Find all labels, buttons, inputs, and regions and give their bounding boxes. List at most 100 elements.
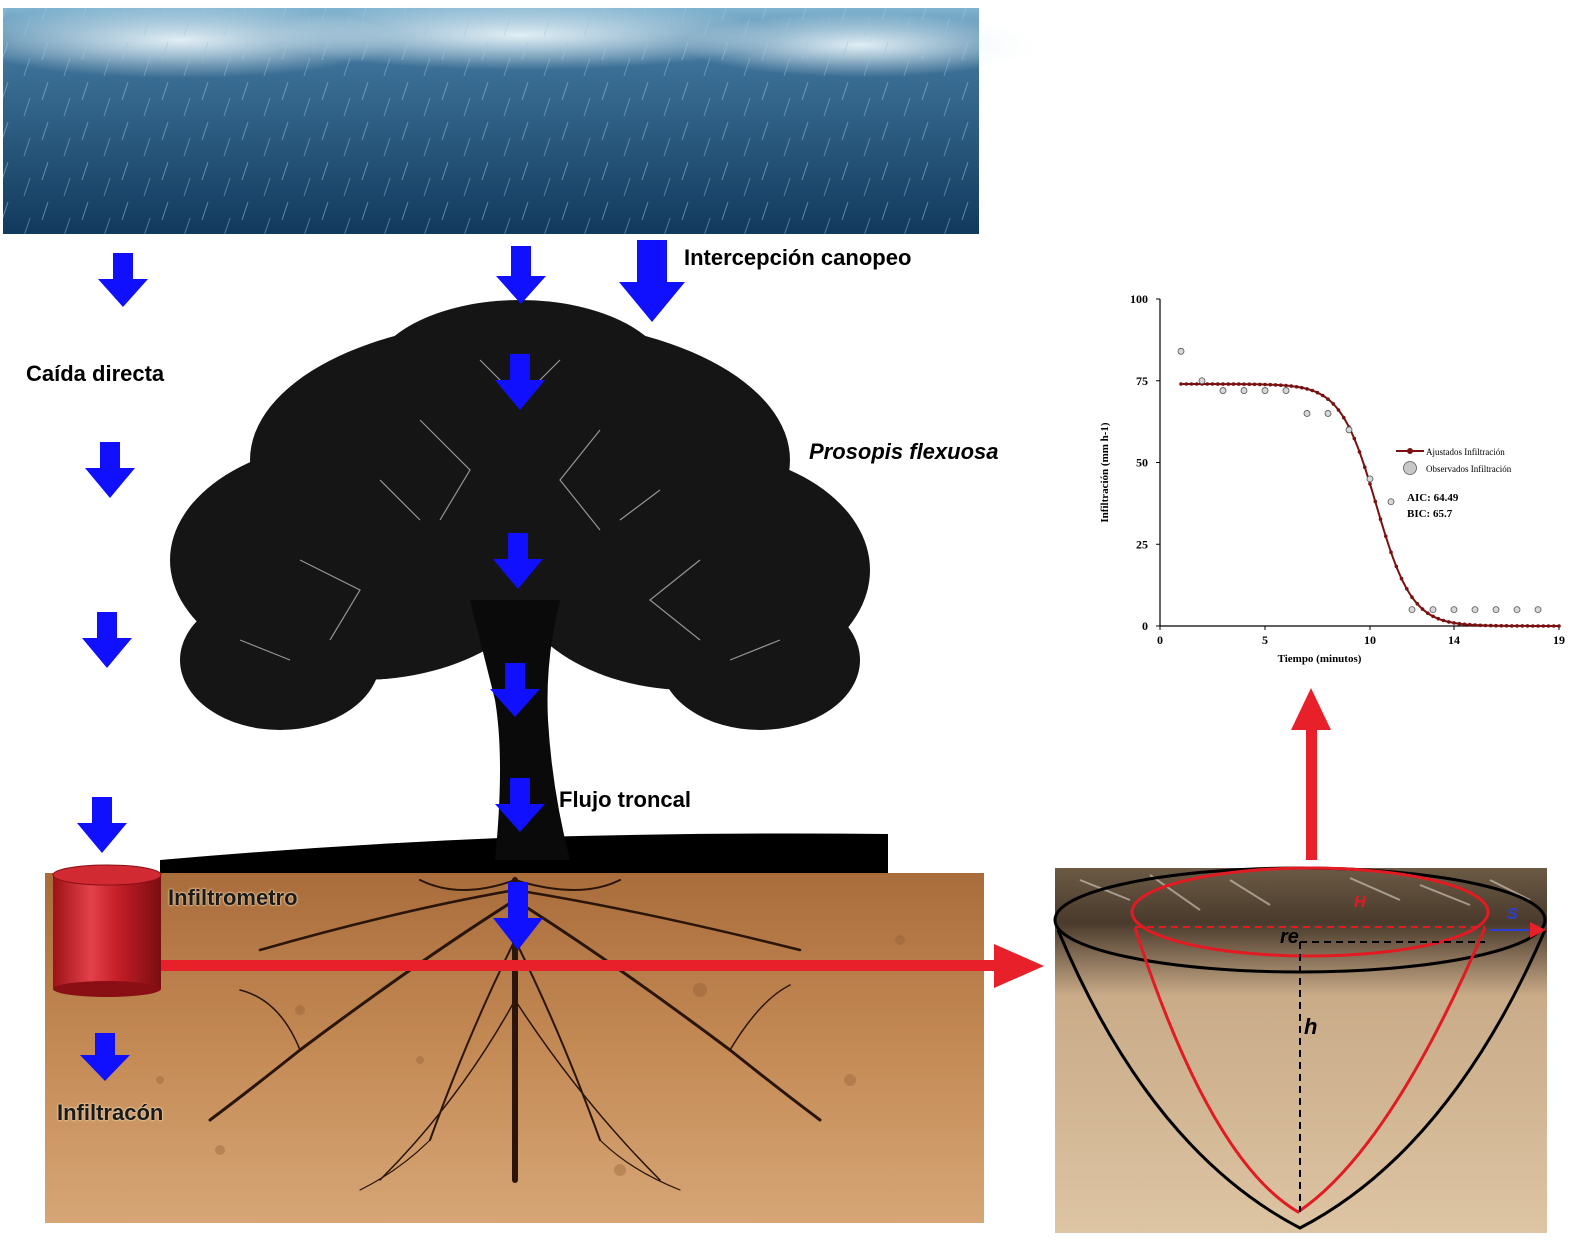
arrow-down-icon — [495, 354, 545, 410]
fitted-point — [1252, 382, 1257, 387]
fitted-point — [1342, 415, 1346, 420]
fitted-point — [1352, 436, 1357, 441]
y-axis-label: Infiltración (mm h-1) — [1099, 422, 1111, 523]
infiltrometer-cylinder — [52, 864, 162, 997]
fitted-point — [1263, 382, 1267, 387]
observed-point — [1387, 498, 1395, 506]
legend-fit-label: Ajustados Infiltración — [1426, 447, 1505, 457]
arrow-down-icon — [493, 882, 543, 950]
arrow-down-icon — [490, 663, 540, 717]
y-tick-label: 0 — [1142, 619, 1148, 633]
observed-point — [1492, 606, 1500, 614]
fitted-point — [1205, 382, 1210, 386]
fitted-point — [1289, 384, 1294, 388]
fitted-point — [1247, 382, 1252, 386]
y-tick-label: 75 — [1136, 374, 1148, 388]
arrow-down-icon — [619, 240, 685, 322]
fitted-point — [1557, 624, 1561, 628]
observed-point — [1345, 426, 1353, 434]
fitted-point — [1210, 382, 1215, 386]
fitted-point — [1331, 402, 1336, 406]
fitted-point — [1294, 385, 1299, 389]
fitted-point — [1405, 587, 1409, 591]
observed-point — [1450, 606, 1458, 614]
fitted-point — [1531, 624, 1535, 628]
observed-point — [1219, 387, 1227, 394]
arrow-down-icon — [495, 778, 545, 832]
y-tick-label: 25 — [1136, 537, 1148, 551]
fitted-point — [1431, 614, 1435, 619]
fitted-point — [1315, 390, 1320, 395]
fitted-point — [1336, 408, 1341, 412]
fitted-point — [1494, 623, 1498, 628]
infiltration-label: Infiltracón — [57, 1100, 164, 1125]
arrow-down-icon — [82, 612, 132, 668]
observed-point — [1177, 347, 1185, 355]
fitted-point — [1378, 517, 1383, 521]
fitted-line — [1181, 383, 1559, 627]
fitted-point — [1504, 624, 1509, 628]
fitted-point — [1273, 383, 1278, 387]
fitted-point — [1515, 624, 1519, 628]
x-axis-label: Tiempo (minutos) — [1278, 653, 1362, 665]
fitted-point — [1520, 624, 1525, 628]
legend-observed-label: Observados Infiltración — [1426, 464, 1512, 474]
arrow-down-icon — [77, 797, 127, 853]
x-tick-label: 0 — [1157, 633, 1163, 647]
fitted-point — [1321, 393, 1325, 398]
soil-pit-photo — [1053, 866, 1547, 1233]
S-label: S — [1507, 906, 1518, 923]
fitted-point — [1436, 616, 1441, 621]
fitted-point — [1231, 382, 1236, 386]
H-label: H — [1354, 894, 1366, 911]
fitted-point — [1420, 607, 1425, 611]
fitted-point — [1368, 482, 1372, 486]
fitted-point — [1468, 622, 1472, 627]
fitted-point — [1179, 382, 1183, 386]
x-tick-label: 5 — [1262, 633, 1268, 647]
fitted-point — [1300, 385, 1304, 390]
observed-point — [1471, 606, 1479, 614]
radius-label: re — [1280, 926, 1299, 948]
x-tick-label: 19 — [1553, 633, 1565, 647]
fitted-point — [1483, 623, 1488, 628]
observed-point — [1324, 410, 1332, 417]
red-arrow-right-icon — [161, 944, 1044, 988]
fitted-point — [1410, 595, 1414, 599]
fitted-point — [1363, 465, 1367, 469]
aic-annotation: AIC: 64.49 — [1407, 492, 1459, 504]
bic-annotation: BIC: 65.7 — [1407, 508, 1453, 520]
fitted-point — [1195, 382, 1199, 386]
fitted-point — [1536, 624, 1540, 628]
x-tick-label: 14 — [1448, 633, 1460, 647]
y-tick-label: 50 — [1136, 456, 1148, 470]
observed-point — [1408, 606, 1416, 614]
fitted-point — [1462, 622, 1467, 627]
fitted-point — [1489, 623, 1493, 628]
legend-observed-marker — [1403, 461, 1417, 475]
observed-point — [1366, 475, 1374, 483]
fitted-point — [1546, 624, 1551, 628]
observed-point — [1534, 606, 1542, 614]
direct-fall-label: Caída directa — [26, 361, 165, 386]
y-tick-label: 100 — [1130, 292, 1148, 306]
observed-point — [1513, 606, 1521, 614]
arrow-down-icon — [98, 253, 148, 307]
fitted-point — [1279, 383, 1283, 387]
height-label: h — [1304, 1014, 1318, 1039]
fitted-point — [1216, 382, 1220, 386]
fitted-point — [1452, 621, 1456, 625]
fitted-point — [1226, 382, 1231, 386]
observed-point — [1282, 387, 1290, 394]
arrow-down-icon — [85, 442, 135, 498]
fitted-point — [1426, 611, 1430, 615]
fitted-point — [1268, 382, 1273, 387]
fitted-point — [1552, 624, 1556, 628]
fitted-point — [1237, 382, 1241, 386]
fitted-point — [1510, 624, 1514, 628]
fitted-point — [1389, 550, 1393, 554]
stemflow-label: Flujo troncal — [559, 787, 691, 812]
arrow-down-icon — [493, 533, 543, 589]
arrow-down-icon — [80, 1033, 130, 1081]
